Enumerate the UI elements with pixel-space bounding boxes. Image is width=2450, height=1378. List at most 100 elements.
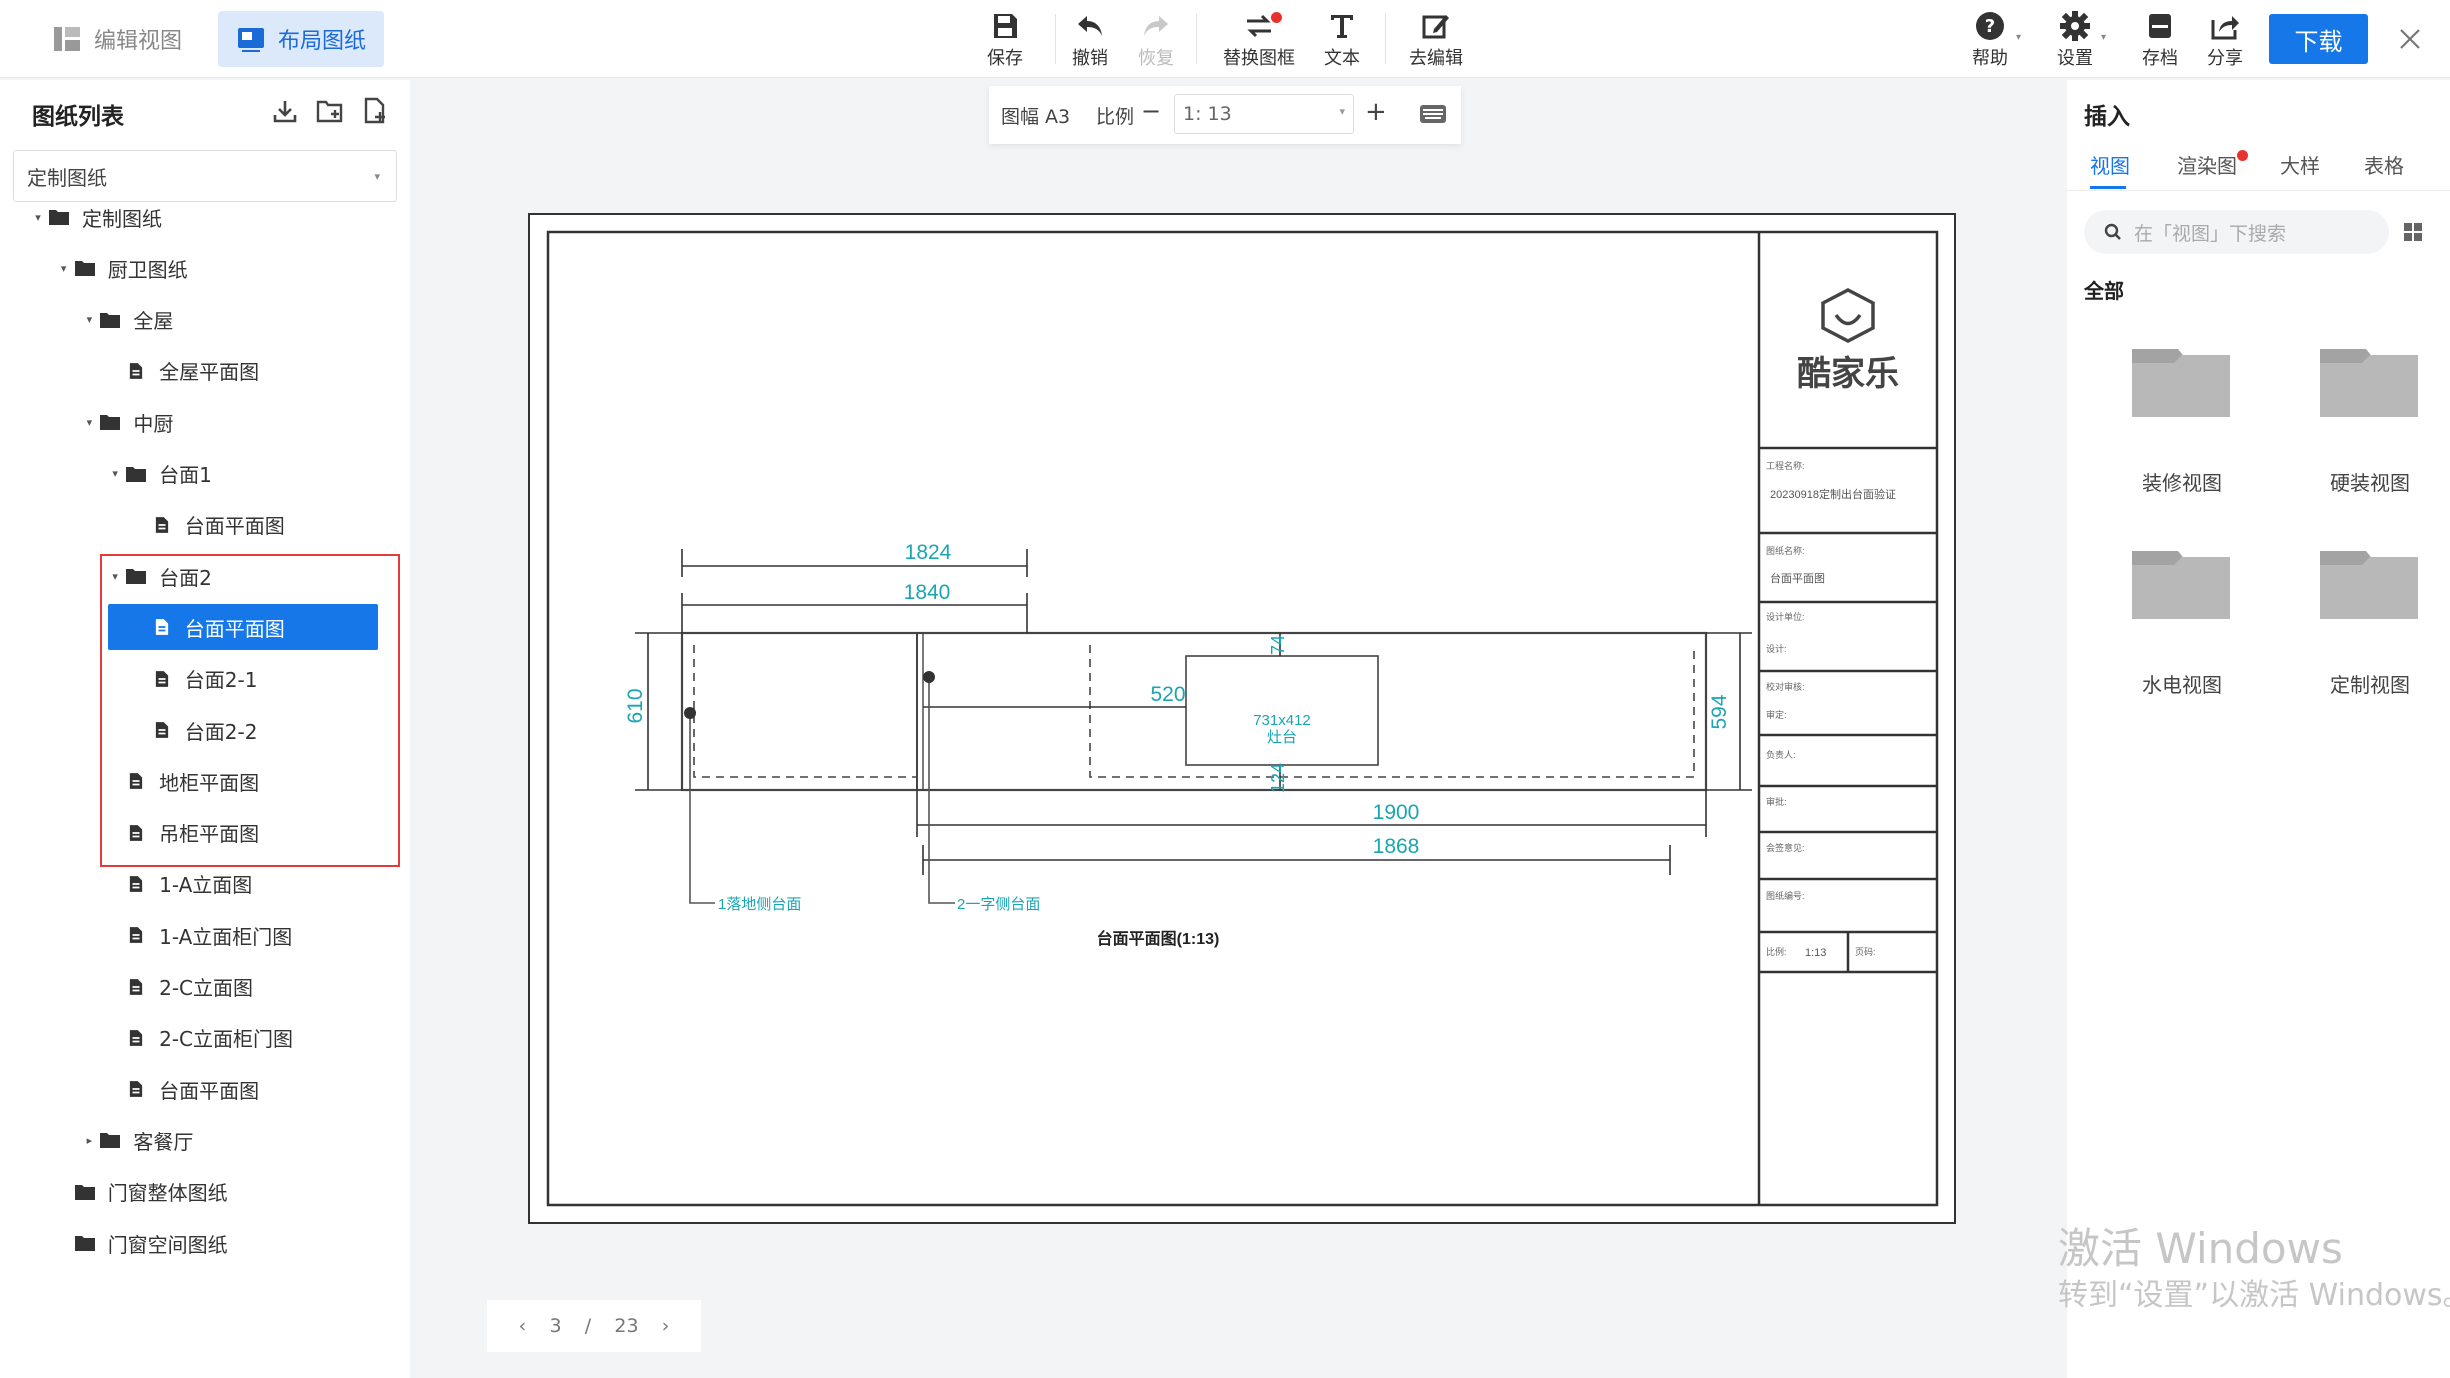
add-folder-icon[interactable]	[315, 96, 345, 126]
tree-folder[interactable]: ▾台面2	[105, 553, 212, 599]
text-button[interactable]: 文本	[1302, 10, 1382, 70]
download-icon[interactable]	[270, 96, 300, 126]
chevron-down-icon[interactable]: ▾	[1339, 105, 1345, 118]
tree-folder[interactable]: 门窗空间图纸	[54, 1220, 228, 1266]
tb-project-label: 工程名称:	[1766, 460, 1805, 471]
download-button[interactable]: 下载	[2269, 14, 2368, 64]
share-button[interactable]: 分享	[2185, 10, 2265, 70]
view-card-label: 硬装视图	[2330, 471, 2410, 495]
tree-file[interactable]: 台面2-1	[131, 656, 257, 702]
keyboard-icon[interactable]	[1419, 102, 1447, 126]
tree-folder[interactable]: ▾厨卫图纸	[54, 245, 188, 291]
tab-render[interactable]: 渲染图	[2177, 154, 2237, 178]
edit-icon	[1422, 15, 1449, 39]
tree-folder[interactable]: 门窗整体图纸	[54, 1169, 228, 1215]
dim-cutout-74: 74	[1268, 635, 1288, 655]
share-icon	[2211, 16, 2239, 40]
anchor-point	[684, 707, 696, 719]
tree-folder[interactable]: ▾中厨	[79, 399, 174, 445]
file-icon	[125, 1078, 147, 1100]
file-icon	[125, 873, 147, 895]
caret-right-icon[interactable]: ▸	[86, 1133, 93, 1147]
prev-page-icon[interactable]: ‹	[518, 1315, 527, 1337]
tree-file[interactable]: 台面平面图	[107, 604, 378, 651]
drawing-sheet[interactable]: 酷家乐 工程名称: 20230918定制出台面验证 图纸名称: 台面平面图 设计…	[528, 213, 1956, 1224]
undo-button[interactable]: 撤销	[1050, 10, 1130, 70]
tb-scale-value: 1:13	[1805, 947, 1826, 959]
tree-file[interactable]: 吊柜平面图	[105, 810, 259, 856]
category-select[interactable]: 定制图纸 ▾	[13, 150, 397, 202]
tree-item-label: 客餐厅	[133, 1129, 194, 1154]
tree-file[interactable]: 地柜平面图	[105, 758, 259, 804]
grid-view-icon[interactable]	[2403, 222, 2423, 242]
next-page-icon[interactable]: ›	[661, 1315, 670, 1337]
view-search-input[interactable]: 在「视图」下搜索	[2084, 210, 2389, 254]
edit-view-icon	[54, 27, 80, 51]
tree-file[interactable]: 1-A立面柜门图	[105, 912, 292, 958]
caret-down-icon[interactable]: ▾	[112, 467, 118, 480]
tree-file[interactable]: 2-C立面图	[105, 964, 253, 1010]
tree-file[interactable]: 2-C立面柜门图	[105, 1015, 293, 1061]
zoom-out-icon[interactable]: −	[1141, 97, 1162, 125]
tab-edit-view[interactable]: 编辑视图	[34, 11, 200, 67]
go-edit-button[interactable]: 去编辑	[1396, 10, 1476, 70]
add-file-icon[interactable]	[360, 96, 390, 126]
folder-icon	[48, 206, 70, 228]
settings-button[interactable]: 设置	[2035, 10, 2115, 70]
scale-input[interactable]: 1: 13 ▾	[1174, 94, 1354, 134]
paper-size[interactable]: 图幅 A3	[1001, 106, 1071, 128]
help-button[interactable]: ? 帮助	[1950, 10, 2030, 70]
tree-file[interactable]: 台面平面图	[105, 1066, 259, 1112]
notification-dot	[1271, 12, 1282, 23]
insert-title: 插入	[2084, 104, 2130, 130]
panel-title: 图纸列表	[32, 104, 124, 130]
undo-label: 撤销	[1072, 48, 1108, 69]
tab-edit-view-label: 编辑视图	[94, 29, 183, 54]
view-card-decoration[interactable]: 装修视图	[2102, 345, 2262, 515]
tree-folder[interactable]: ▾全屋	[79, 297, 174, 343]
folder-icon	[2320, 349, 2418, 417]
tree-folder[interactable]: ▾台面1	[105, 451, 212, 497]
tree-item-label: 门窗整体图纸	[107, 1181, 228, 1206]
view-card-hard-decoration[interactable]: 硬装视图	[2290, 345, 2450, 515]
caret-down-icon[interactable]: ▾	[112, 569, 118, 583]
close-button[interactable]	[2385, 14, 2435, 64]
active-tab-indicator	[2090, 186, 2126, 189]
tab-layout-drawing[interactable]: 布局图纸	[218, 11, 385, 67]
replace-frame-button[interactable]: 替换图框	[1218, 10, 1300, 70]
zoom-in-icon[interactable]: +	[1365, 97, 1387, 127]
view-card-custom[interactable]: 定制视图	[2290, 547, 2450, 717]
tree-folder[interactable]: ▾定制图纸	[28, 194, 162, 240]
tab-detail[interactable]: 大样	[2280, 154, 2320, 178]
tree-file[interactable]: 全屋平面图	[105, 348, 259, 394]
archive-button[interactable]: 存档	[2120, 10, 2200, 70]
tb-page-label: 页码:	[1855, 947, 1876, 957]
undo-icon	[1078, 16, 1102, 36]
caret-down-icon[interactable]: ▾	[60, 261, 67, 275]
close-icon	[2400, 29, 2420, 49]
caret-down-icon[interactable]: ▾	[35, 210, 41, 224]
caret-down-icon[interactable]: ▾	[86, 313, 93, 327]
current-page: 3	[549, 1315, 562, 1337]
folder-icon	[2320, 551, 2418, 619]
help-caret-icon[interactable]: ▾	[2016, 32, 2022, 43]
archive-icon	[2149, 14, 2171, 38]
redo-button[interactable]: 恢复	[1116, 10, 1196, 70]
tab-table[interactable]: 表格	[2364, 154, 2404, 178]
tree-folder[interactable]: ▸ 客餐厅	[79, 1117, 194, 1163]
tree-file[interactable]: 1-A立面图	[105, 861, 252, 907]
svg-text:?: ?	[1985, 16, 1995, 37]
tree-file[interactable]: 台面平面图	[131, 502, 285, 548]
view-card-plumbing[interactable]: 水电视图	[2102, 547, 2262, 717]
tab-view[interactable]: 视图	[2090, 154, 2130, 178]
notification-dot	[2237, 150, 2248, 161]
settings-caret-icon[interactable]: ▾	[2101, 32, 2107, 43]
file-icon	[151, 719, 173, 741]
category-all-label: 全部	[2084, 279, 2124, 303]
tb-project-value: 20230918定制出台面验证	[1770, 487, 1896, 501]
caret-down-icon[interactable]: ▾	[86, 415, 93, 429]
file-icon	[151, 668, 173, 690]
tree-file[interactable]: 台面2-2	[131, 707, 257, 753]
save-button[interactable]: 保存	[965, 10, 1045, 70]
file-icon	[151, 616, 173, 638]
